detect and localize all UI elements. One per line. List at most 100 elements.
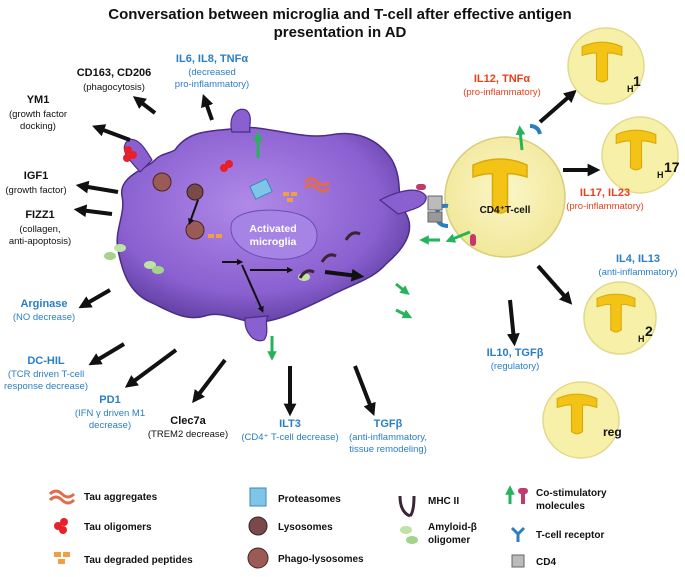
label-tgfb-microglia: TGFβ (anti-inflammatory, tissue remodeli… <box>349 418 427 455</box>
svg-text:anti-apoptosis): anti-apoptosis) <box>9 236 71 247</box>
legend-tau-oligomers: Tau oligomers <box>54 518 152 534</box>
svg-text:Phago-lysosomes: Phago-lysosomes <box>278 554 364 565</box>
svg-text:(IFN γ driven M1: (IFN γ driven M1 <box>75 408 145 419</box>
svg-text:(pro-inflammatory): (pro-inflammatory) <box>463 87 541 98</box>
svg-text:PD1: PD1 <box>99 394 120 406</box>
svg-text:MHC II: MHC II <box>428 496 459 507</box>
svg-text:IL12, TNFα: IL12, TNFα <box>474 73 531 85</box>
title-line2: presentation in AD <box>274 24 407 41</box>
svg-text:decrease): decrease) <box>89 420 131 431</box>
svg-text:17: 17 <box>664 159 680 175</box>
legend-cd4: CD4 <box>511 554 556 568</box>
legend-tcr: T-cell receptor <box>510 526 604 542</box>
svg-text:Lysosomes: Lysosomes <box>278 522 333 533</box>
svg-text:pro-inflammatory): pro-inflammatory) <box>175 79 249 90</box>
legend: Tau aggregates Tau oligomers Tau degrade… <box>48 485 607 569</box>
svg-text:(regulatory): (regulatory) <box>491 361 540 372</box>
cd4-tcell-label: CD4⁺T-cell <box>480 205 531 216</box>
output-arrows <box>73 93 376 417</box>
legend-proteasomes: Proteasomes <box>249 487 341 507</box>
proteasome-icon <box>249 178 273 200</box>
svg-text:Proteasomes: Proteasomes <box>278 494 341 505</box>
costim-arrows-microglia <box>253 131 413 361</box>
label-il10: IL10, TGFβ (regulatory) <box>487 347 544 372</box>
svg-text:Arginase: Arginase <box>20 298 67 310</box>
svg-text:Tau aggregates: Tau aggregates <box>84 492 158 503</box>
svg-text:(pro-inflammatory): (pro-inflammatory) <box>566 201 644 212</box>
svg-text:reg: reg <box>603 425 622 439</box>
legend-tau-aggregates: Tau aggregates <box>48 489 158 505</box>
th2-cell: H 2 <box>583 281 657 355</box>
svg-text:H: H <box>657 170 664 180</box>
svg-text:(anti-inflammatory,: (anti-inflammatory, <box>349 432 427 443</box>
tcell-output-arrows <box>506 89 601 347</box>
label-il12: IL12, TNFα (pro-inflammatory) <box>463 73 541 98</box>
svg-text:YM1: YM1 <box>27 94 50 106</box>
svg-text:oligomer: oligomer <box>428 535 470 546</box>
label-arginase: Arginase (NO decrease) <box>13 298 75 323</box>
microglia-label-line2: microglia <box>250 236 297 248</box>
svg-text:(CD4⁺ T-cell decrease): (CD4⁺ T-cell decrease) <box>241 432 338 443</box>
svg-text:docking): docking) <box>20 121 56 132</box>
svg-text:(growth factor: (growth factor <box>9 109 67 120</box>
th17-cell: H 17 <box>601 116 680 194</box>
svg-text:1: 1 <box>633 73 641 89</box>
label-clec7a: Clec7a (TREM2 decrease) <box>148 415 228 440</box>
label-il4: IL4, IL13 (anti-inflammatory) <box>598 253 677 278</box>
label-fizz1: FIZZ1 (collagen, anti-apoptosis) <box>9 209 71 247</box>
svg-text:2: 2 <box>645 323 653 339</box>
svg-text:IL10, TGFβ: IL10, TGFβ <box>487 347 544 359</box>
svg-text:IGF1: IGF1 <box>24 170 48 182</box>
svg-text:H: H <box>627 84 634 94</box>
label-il6: IL6, IL8, TNFα (decreased pro-inflammato… <box>175 53 249 90</box>
svg-text:(phagocytosis): (phagocytosis) <box>83 82 145 93</box>
label-cd163: CD163, CD206 (phagocytosis) <box>77 67 152 93</box>
microglia-process-right <box>378 189 427 215</box>
label-igf1: IGF1 (growth factor) <box>5 170 66 196</box>
svg-text:(TREM2 decrease): (TREM2 decrease) <box>148 429 228 440</box>
tau-oligomer-icon <box>123 146 233 172</box>
title-line1: Conversation between microglia and T-cel… <box>108 6 571 23</box>
svg-text:tissue remodeling): tissue remodeling) <box>349 444 427 455</box>
tau-aggregate-icon <box>303 177 331 193</box>
label-pd1: PD1 (IFN γ driven M1 decrease) <box>75 394 145 431</box>
treg-cell: reg <box>542 381 622 459</box>
tau-degraded-peptide-icon <box>208 192 297 238</box>
svg-text:response decrease): response decrease) <box>4 381 88 392</box>
svg-text:IL6, IL8, TNFα: IL6, IL8, TNFα <box>176 53 248 65</box>
svg-text:Amyloid-β: Amyloid-β <box>428 522 477 533</box>
svg-text:ILT3: ILT3 <box>279 418 301 430</box>
microglia-label-line1: Activated <box>249 223 296 235</box>
svg-text:(NO decrease): (NO decrease) <box>13 312 75 323</box>
svg-text:Co-stimulatory: Co-stimulatory <box>536 488 607 499</box>
legend-phago-lysosomes: Phago-lysosomes <box>247 547 364 569</box>
legend-tau-degraded: Tau degraded peptides <box>54 552 193 566</box>
svg-text:Clec7a: Clec7a <box>170 415 206 427</box>
svg-text:CD4: CD4 <box>536 557 556 568</box>
internal-arrows <box>188 199 294 313</box>
label-dchil: DC-HIL (TCR driven T-cell response decre… <box>4 355 88 392</box>
microglia-nucleus <box>230 209 318 260</box>
lysosome-icon <box>186 183 204 201</box>
svg-text:FIZZ1: FIZZ1 <box>25 209 54 221</box>
legend-lysosomes: Lysosomes <box>248 516 333 536</box>
svg-text:TGFβ: TGFβ <box>374 418 403 430</box>
legend-costim: Co-stimulatory molecules <box>505 485 607 512</box>
label-ilt3: ILT3 (CD4⁺ T-cell decrease) <box>241 418 338 443</box>
svg-text:CD163, CD206: CD163, CD206 <box>77 67 152 79</box>
mhc2-icon <box>298 231 361 279</box>
svg-text:(growth factor): (growth factor) <box>5 185 66 196</box>
phago-lysosome-icon <box>185 220 205 240</box>
svg-text:IL17, IL23: IL17, IL23 <box>580 187 630 199</box>
microglia-process-top <box>230 108 251 133</box>
phago-lysosome-icon <box>152 172 172 192</box>
svg-text:(decreased: (decreased <box>188 67 236 78</box>
svg-text:Tau oligomers: Tau oligomers <box>84 522 152 533</box>
svg-text:(TCR driven T-cell: (TCR driven T-cell <box>8 369 84 380</box>
microglia-process-bottom <box>244 315 270 342</box>
th1-cell: H 1 <box>567 27 645 105</box>
svg-text:T-cell receptor: T-cell receptor <box>536 530 604 541</box>
costim-molecule-icon <box>416 184 476 246</box>
svg-text:IL4, IL13: IL4, IL13 <box>616 253 660 265</box>
